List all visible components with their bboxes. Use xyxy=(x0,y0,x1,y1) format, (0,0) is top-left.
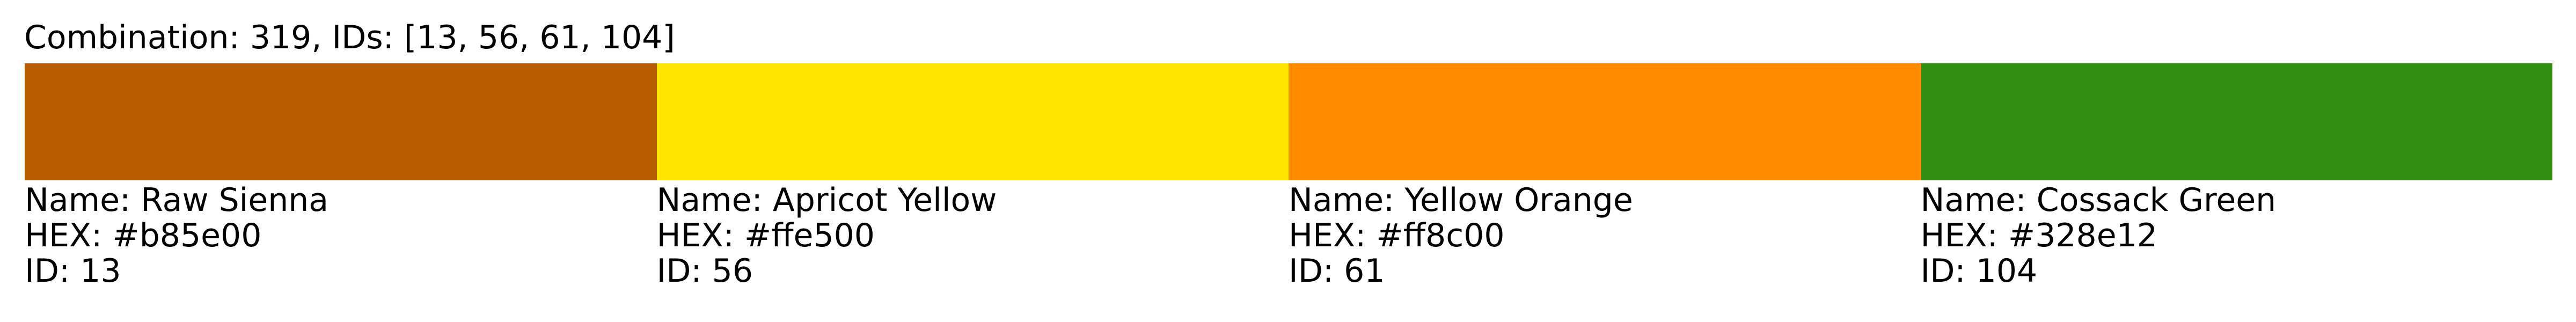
color-label-yellow-orange: Name: Yellow Orange HEX: #ff8c00 ID: 61 xyxy=(1289,182,1921,289)
color-id: ID: 61 xyxy=(1289,252,1385,290)
color-swatch-yellow-orange xyxy=(1289,63,1921,180)
color-hex: HEX: #ff8c00 xyxy=(1289,217,1505,254)
color-swatch-raw-sienna xyxy=(25,63,657,180)
color-swatch-strip xyxy=(25,63,2552,180)
color-id: ID: 13 xyxy=(25,252,121,290)
color-hex: HEX: #328e12 xyxy=(1920,217,2157,254)
color-id: ID: 56 xyxy=(656,252,753,290)
color-swatch-apricot-yellow xyxy=(656,63,1289,180)
color-name: Name: Yellow Orange xyxy=(1289,181,1633,219)
color-swatch-cossack-green xyxy=(1920,63,2552,180)
color-id: ID: 104 xyxy=(1920,252,2038,290)
color-name: Name: Cossack Green xyxy=(1920,181,2277,219)
color-label-apricot-yellow: Name: Apricot Yellow HEX: #ffe500 ID: 56 xyxy=(657,182,1289,289)
color-name: Name: Raw Sienna xyxy=(25,181,329,219)
color-name: Name: Apricot Yellow xyxy=(656,181,997,219)
color-hex: HEX: #ffe500 xyxy=(656,217,875,254)
color-label-raw-sienna: Name: Raw Sienna HEX: #b85e00 ID: 13 xyxy=(25,182,657,289)
combination-title: Combination: 319, IDs: [13, 56, 61, 104] xyxy=(24,19,675,56)
color-hex: HEX: #b85e00 xyxy=(25,217,262,254)
color-label-cossack-green: Name: Cossack Green HEX: #328e12 ID: 104 xyxy=(1921,182,2553,289)
color-labels: Name: Raw Sienna HEX: #b85e00 ID: 13 Nam… xyxy=(25,182,2552,289)
